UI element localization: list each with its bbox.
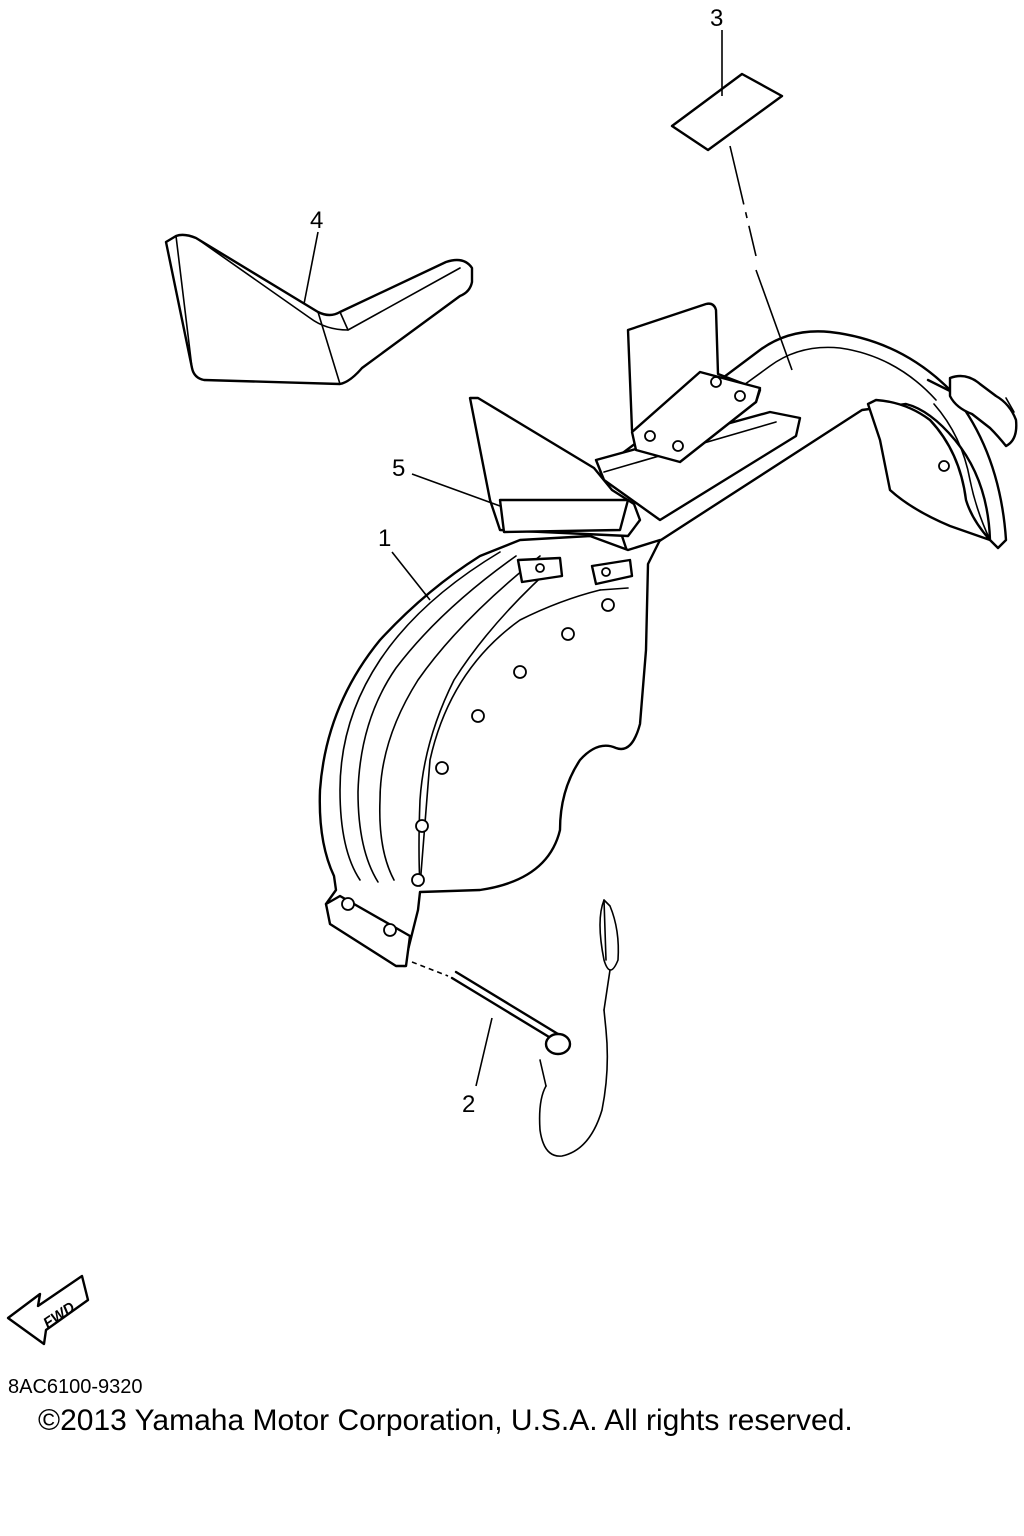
leader-lines: [303, 30, 793, 1087]
part-3-decal: [670, 72, 784, 152]
fwd-arrow-icon: FWD: [6, 1274, 90, 1346]
part-1-fender: [318, 302, 1018, 968]
part-5-decal: [498, 498, 630, 534]
callout-4: 4: [310, 207, 323, 234]
part-2-pin: [450, 899, 620, 1157]
callout-2: 2: [462, 1091, 475, 1118]
callout-5: 5: [392, 455, 405, 482]
copyright-notice: ©2013 Yamaha Motor Corporation, U.S.A. A…: [38, 1404, 853, 1437]
part-4-pad: [164, 233, 474, 386]
part-code: 8AC6100-9320: [8, 1376, 143, 1398]
callout-1: 1: [378, 525, 391, 552]
callout-3: 3: [710, 5, 723, 32]
